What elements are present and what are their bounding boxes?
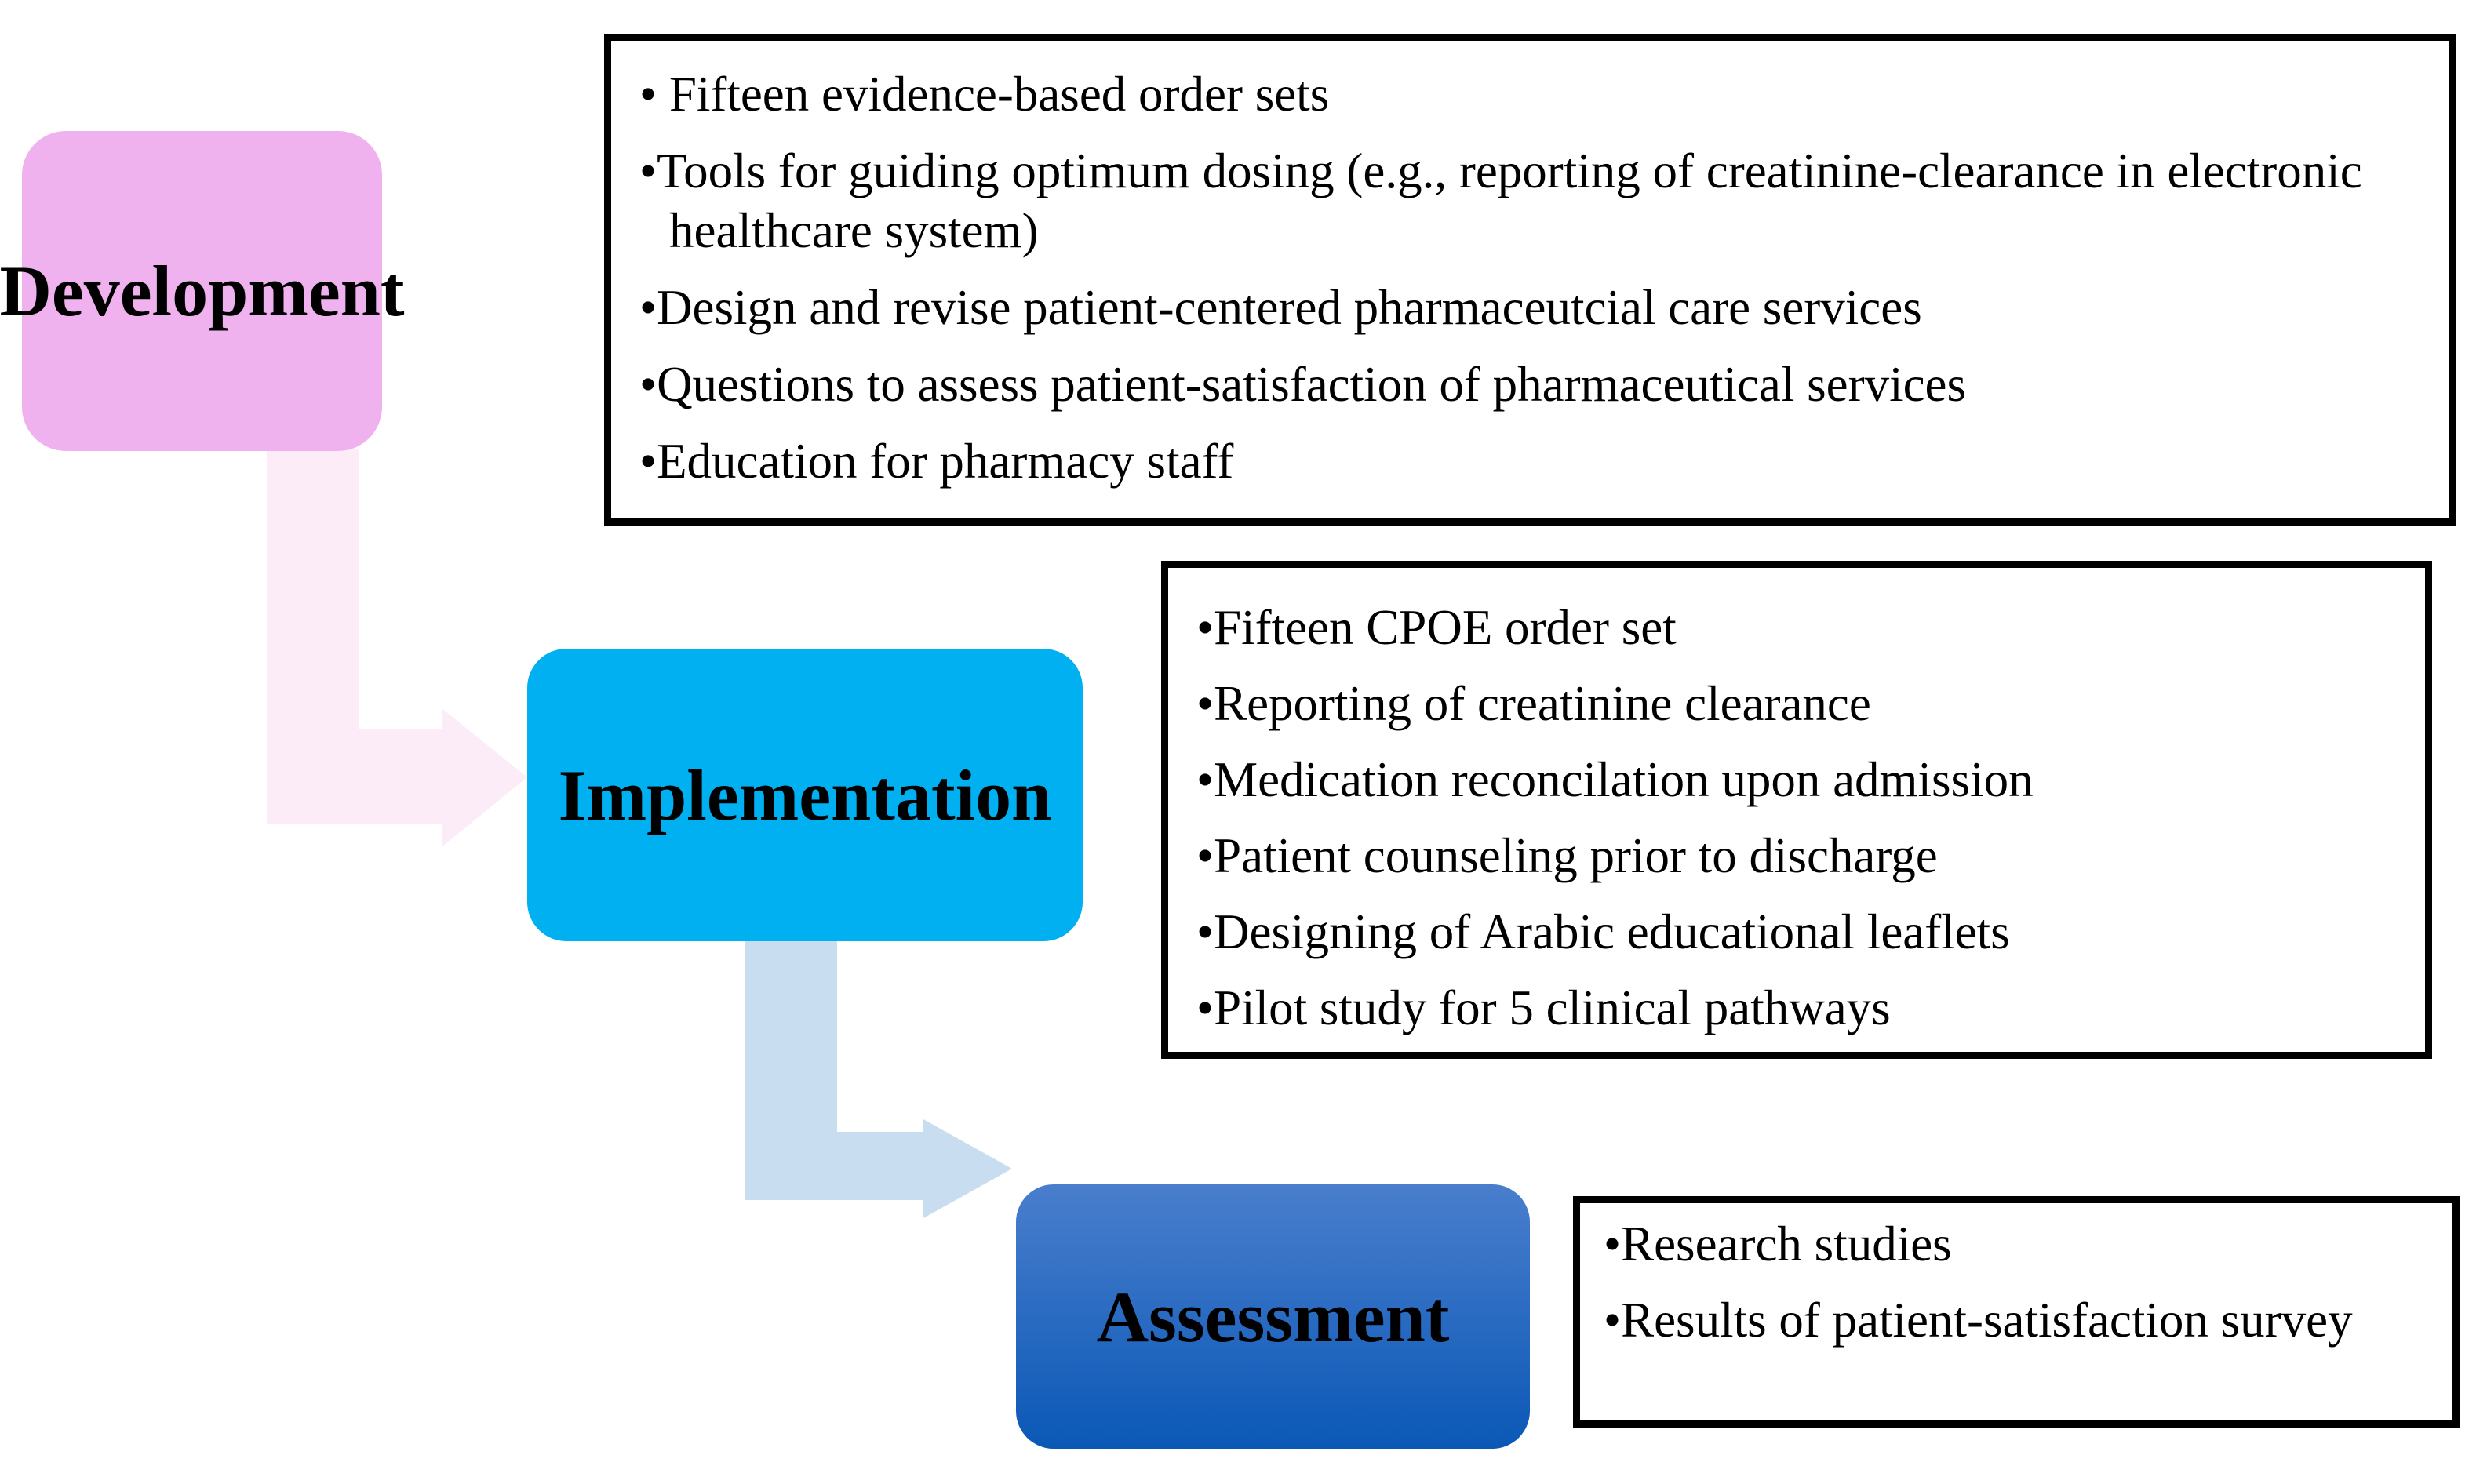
list-item: •Research studies [1604,1214,2434,1274]
bullet-icon: • [1196,676,1214,731]
list-item: •Pilot study for 5 clinical pathways [1196,978,2401,1038]
detail-box-development: • Fifteen evidence-based order sets •Too… [604,34,2456,526]
detail-box-implementation: •Fifteen CPOE order set •Reporting of cr… [1161,561,2432,1059]
list-item: •Education for pharmacy staff [639,431,2425,491]
list-item: •Designing of Arabic educational leaflet… [1196,902,2401,962]
list-item: •Results of patient-satisfaction survey [1604,1290,2434,1350]
list-item-text: Fifteen CPOE order set [1214,600,1677,655]
list-item-text: Pilot study for 5 clinical pathways [1214,980,1891,1035]
stage-label-development: Development [0,251,405,331]
list-item: •Patient counseling prior to discharge [1196,826,2401,886]
stage-node-development: Development [0,131,405,451]
bullet-icon: • [1604,1217,1622,1271]
list-item-text: Research studies [1621,1217,1952,1271]
list-item: •Medication reconcilation upon admission [1196,750,2401,809]
bullet-icon: • [639,144,657,198]
stage-node-assessment: Assessment [1016,1184,1530,1449]
bullet-icon: • [1196,828,1214,883]
list-item: •Reporting of creatinine clearance [1196,674,2401,733]
list-item: •Design and revise patient-centered phar… [639,278,2425,337]
list-item-text: Education for pharmacy staff [657,434,1234,489]
list-item-text: Questions to assess patient-satisfaction… [657,357,1967,412]
bullet-icon: • [1604,1293,1622,1348]
bullet-icon: • [639,434,657,489]
bullet-icon: • [639,280,657,335]
bullet-icon: • [1196,600,1214,655]
bullet-icon: • [639,67,657,122]
list-item-text: Tools for guiding optimum dosing (e.g., … [657,144,2362,258]
list-item-text: Medication reconcilation upon admission [1214,752,2034,807]
list-item-text: Fifteen evidence-based order sets [657,67,1330,122]
list-item-text: Patient counseling prior to discharge [1214,828,1938,883]
list-item: •Fifteen CPOE order set [1196,598,2401,657]
stage-label-assessment: Assessment [1096,1276,1450,1357]
arrow-development-to-implementation [267,449,527,847]
list-item-text: Designing of Arabic educational leaflets [1214,904,2010,959]
bullet-icon: • [639,357,657,412]
detail-box-assessment: •Research studies •Results of patient-sa… [1573,1196,2460,1428]
list-item: •Tools for guiding optimum dosing (e.g.,… [639,141,2425,260]
arrow-implementation-to-assessment [745,938,1012,1218]
stage-node-implementation: Implementation [527,649,1083,941]
list-item-text: Design and revise patient-centered pharm… [657,280,1922,335]
stage-label-implementation: Implementation [558,755,1052,835]
list-item-text: Results of patient-satisfaction survey [1621,1293,2353,1348]
list-item-text: Reporting of creatinine clearance [1214,676,1871,731]
bullet-icon: • [1196,904,1214,959]
bullet-icon: • [1196,980,1214,1035]
list-item: • Fifteen evidence-based order sets [639,64,2425,124]
bullet-icon: • [1196,752,1214,807]
list-item: •Questions to assess patient-satisfactio… [639,355,2425,414]
